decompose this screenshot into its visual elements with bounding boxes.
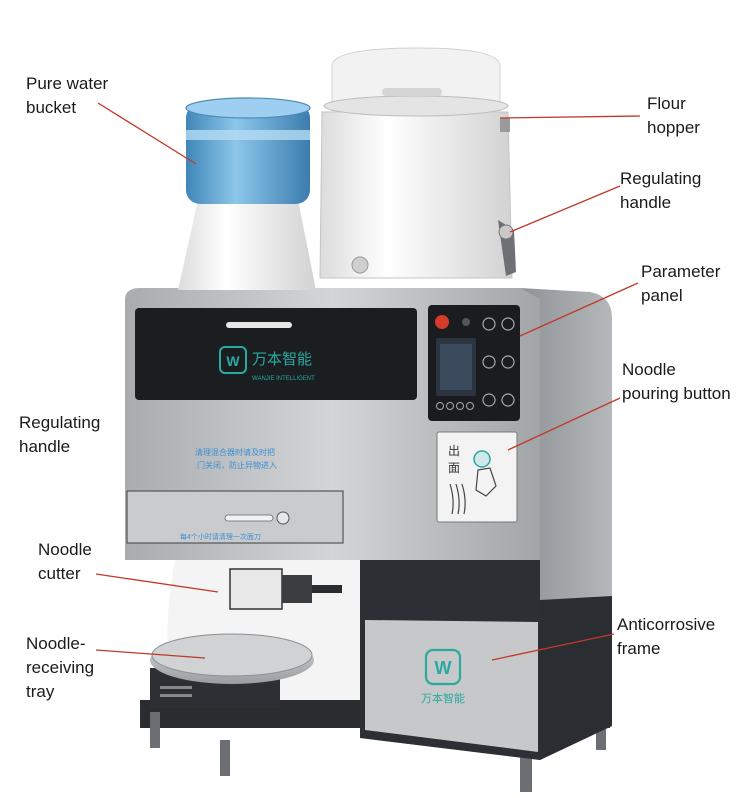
frame-brand-cn: 万本智能 — [421, 691, 465, 705]
noodle-cutter-motor — [282, 575, 312, 603]
brand-name-cn: 万本智能 — [252, 350, 312, 368]
noodle-receiving-tray-top — [151, 633, 313, 677]
panel-button-5[interactable] — [482, 393, 496, 407]
frame-logo-letter: W — [435, 658, 452, 678]
hopper-knob — [351, 256, 369, 274]
panel-button-2[interactable] — [501, 317, 515, 331]
anticorrosive-frame-side — [540, 596, 612, 760]
cutter-drawer-slot — [224, 514, 274, 522]
brand-logo-letter: W — [226, 353, 240, 369]
brand-logo-mark — [219, 346, 247, 374]
label-noodle-pouring-button: Noodle pouring button — [622, 360, 731, 403]
panel-button-1[interactable] — [482, 317, 496, 331]
label-noodle-receiving-tray: Noodle- receiving tray — [26, 634, 95, 701]
flour-hopper-lid — [331, 47, 501, 113]
regulating-handle-right-knob[interactable] — [498, 224, 514, 240]
emergency-stop-button[interactable] — [435, 315, 449, 329]
noodle-cutter-arm — [312, 585, 342, 593]
panel-small-button-2[interactable] — [446, 402, 454, 410]
label-parameter-panel: Parameter panel — [641, 262, 721, 305]
label-regulating-handle-right: Regulating handle — [620, 169, 702, 212]
leader-flour-hopper — [499, 115, 641, 119]
water-bucket-base — [178, 200, 316, 290]
flour-hopper-rim — [323, 95, 509, 117]
body-notice-line1: 清理混合器时请及时把 — [195, 447, 275, 457]
leader-noodle-pouring-button — [507, 397, 621, 451]
tray-vent-1 — [160, 686, 192, 689]
front-display-band — [135, 308, 417, 400]
front-display-handle — [226, 322, 292, 328]
label-flour-hopper: Flour hopper — [647, 94, 700, 137]
drawer-notice: 每4个小时请清理一次面刀 — [180, 532, 261, 541]
panel-small-button-1[interactable] — [436, 402, 444, 410]
frame-leg-left — [150, 712, 160, 748]
leader-noodle-cutter — [95, 573, 219, 593]
panel-button-6[interactable] — [501, 393, 515, 407]
noodle-strands-icon — [449, 483, 466, 515]
noodle-pouring-button[interactable] — [473, 450, 491, 468]
hand-pointer-icon — [475, 467, 497, 497]
tray-vent-2 — [160, 694, 192, 697]
hopper-bracket — [500, 118, 510, 132]
anticorrosive-frame-panel — [365, 620, 538, 752]
drawer-knob[interactable] — [276, 511, 290, 525]
panel-button-4[interactable] — [501, 355, 515, 369]
label-pure-water-bucket: Pure water bucket — [26, 74, 109, 117]
leader-parameter-panel — [519, 282, 639, 337]
panel-small-button-4[interactable] — [466, 402, 474, 410]
noodle-cutter — [229, 568, 283, 610]
flour-hopper-lid-handle — [382, 88, 442, 96]
pour-label-2: 面 — [448, 461, 460, 475]
frame-leg-mid — [220, 740, 230, 776]
pure-water-bucket — [186, 104, 310, 204]
leader-pure-water-bucket — [97, 102, 197, 165]
label-noodle-cutter: Noodle cutter — [38, 540, 92, 583]
power-indicator — [462, 318, 470, 326]
label-anticorrosive-frame: Anticorrosive frame — [617, 615, 716, 658]
frame-leg-right — [520, 752, 532, 792]
flour-hopper — [319, 111, 513, 279]
body-notice-line2: 门关闭，防止异物进入 — [197, 460, 277, 470]
brand-name-en: WANJIE INTELLIGENT — [252, 376, 315, 382]
label-regulating-handle-left: Regulating handle — [19, 413, 101, 456]
pour-label-1: 出 — [448, 444, 460, 458]
frame-leg-back — [596, 720, 606, 750]
frame-logo-mark — [424, 648, 462, 686]
pure-water-bucket-top — [185, 97, 311, 119]
panel-button-3[interactable] — [482, 355, 496, 369]
leader-regulating-handle-right — [509, 185, 621, 233]
panel-small-button-3[interactable] — [456, 402, 464, 410]
leader-noodle-receiving-tray — [95, 649, 206, 659]
leader-anticorrosive-frame — [491, 633, 615, 661]
pure-water-bucket-band — [186, 130, 310, 140]
parameter-screen-glow — [440, 344, 472, 390]
